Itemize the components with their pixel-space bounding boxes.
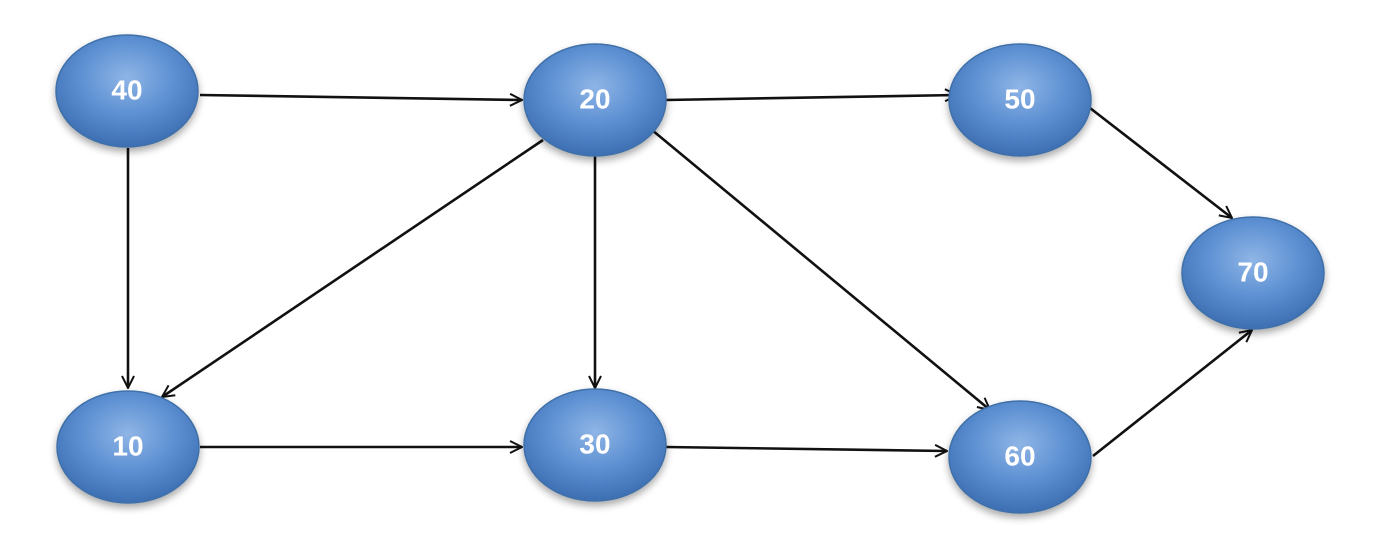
node-20-label: 20 [579, 83, 610, 114]
nodes: 40 20 50 70 10 30 60 [55, 34, 1325, 514]
node-60-label: 60 [1004, 440, 1035, 471]
node-50-label: 50 [1004, 83, 1035, 114]
edge-40-to-20 [199, 95, 522, 100]
edges [128, 95, 1252, 456]
node-50: 50 [948, 43, 1092, 157]
node-20-ellipse [523, 43, 667, 157]
edge-30-to-60 [665, 447, 947, 451]
edge-20-to-60 [651, 128, 990, 410]
node-10: 10 [56, 390, 200, 504]
node-30-ellipse [523, 388, 667, 502]
node-10-label: 10 [112, 430, 143, 461]
node-30-label: 30 [579, 428, 610, 459]
edge-20-to-10 [162, 138, 544, 397]
node-60-ellipse [948, 400, 1092, 514]
node-70: 70 [1181, 216, 1325, 330]
node-30: 30 [523, 388, 667, 502]
node-10-ellipse [56, 390, 200, 504]
node-70-label: 70 [1237, 256, 1268, 287]
node-20: 20 [523, 43, 667, 157]
node-40-ellipse [55, 34, 199, 148]
node-50-ellipse [948, 43, 1092, 157]
node-40-label: 40 [111, 74, 142, 105]
edge-20-to-50 [665, 95, 957, 100]
node-60: 60 [948, 400, 1092, 514]
node-40: 40 [55, 34, 199, 148]
edge-60-to-70 [1092, 330, 1252, 458]
node-70-ellipse [1181, 216, 1325, 330]
edge-50-to-70 [1089, 106, 1232, 218]
